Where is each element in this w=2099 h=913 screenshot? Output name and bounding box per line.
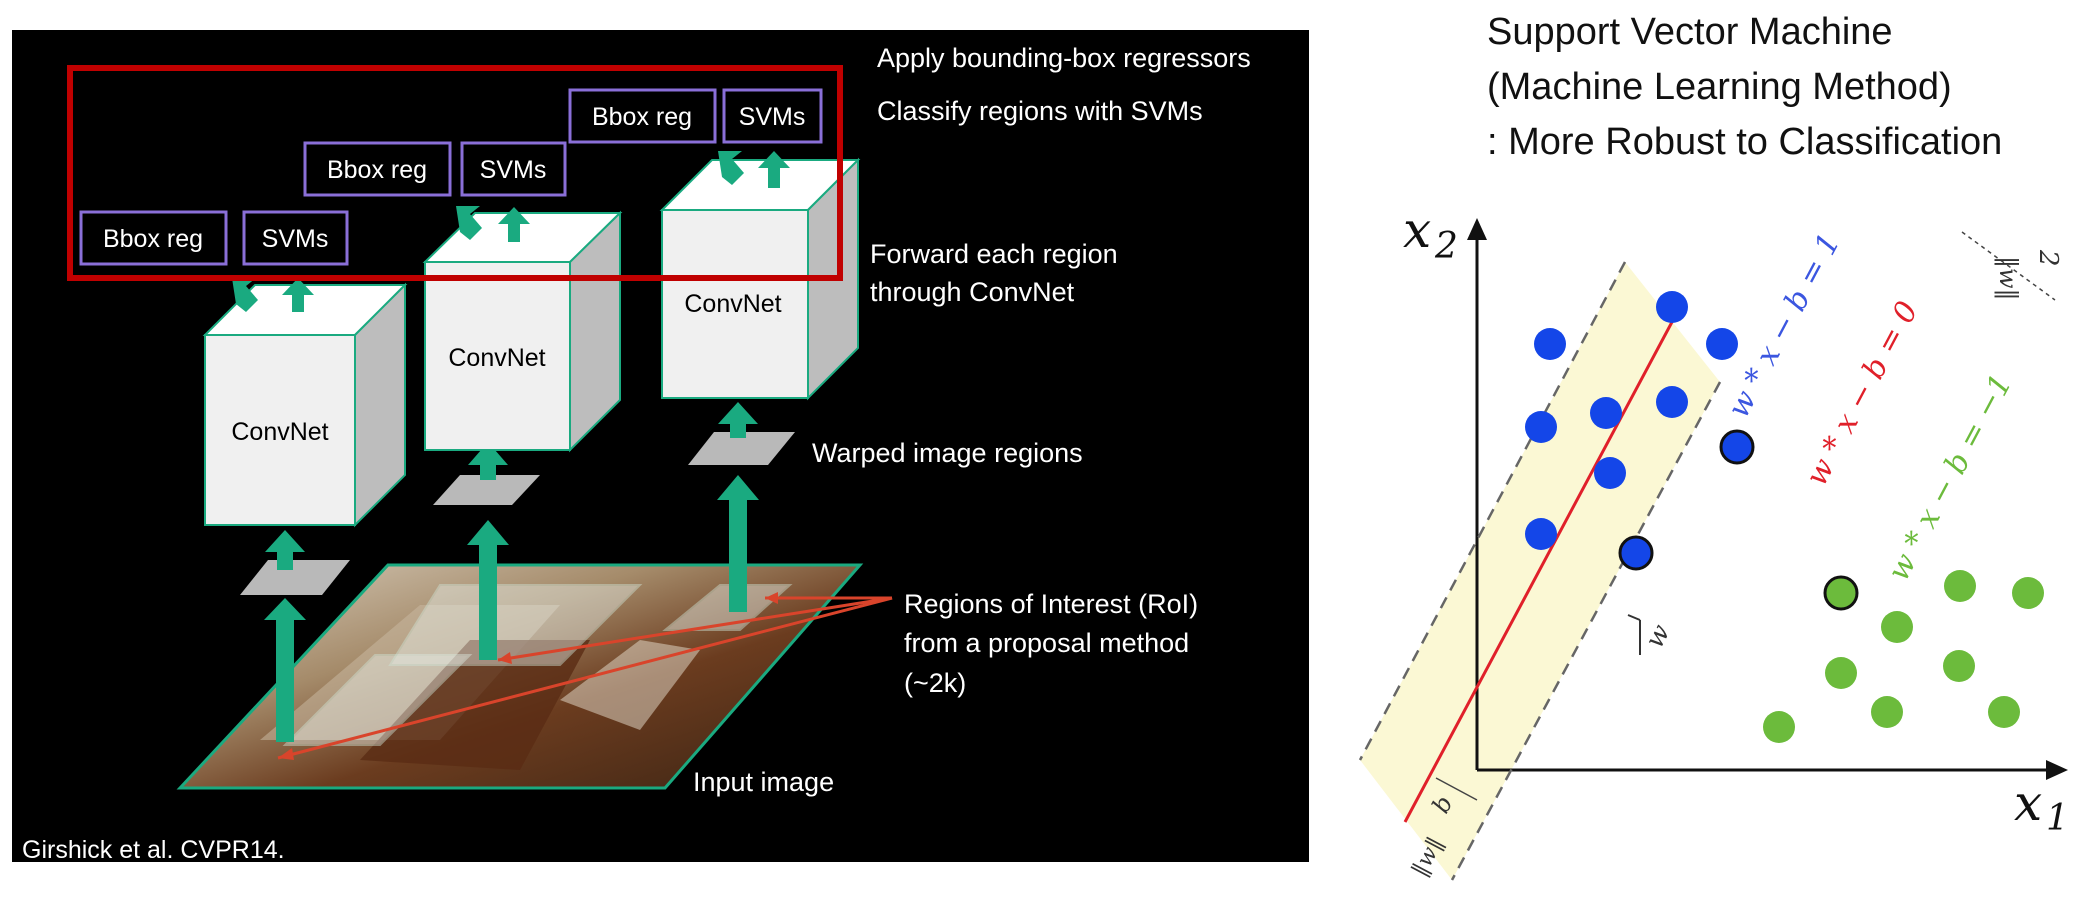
label-roi-line3: (~2k) bbox=[904, 668, 966, 698]
arrow-up-icon bbox=[467, 520, 509, 660]
citation: Girshick et al. CVPR14. bbox=[22, 836, 285, 864]
head-modules: Bbox reg SVMs Bbox reg SVMs Bbox reg SVM… bbox=[79, 88, 823, 266]
data-point bbox=[1825, 657, 1857, 689]
highlight-box bbox=[67, 65, 843, 281]
roi-region-1 bbox=[282, 654, 473, 746]
warped-region-3 bbox=[688, 432, 795, 465]
support-vector bbox=[1618, 535, 1654, 571]
support-vector bbox=[1823, 575, 1859, 611]
arrow-up-icon bbox=[717, 475, 759, 612]
arrow-diagonal-icon bbox=[718, 151, 744, 185]
y-axis-arrow-icon bbox=[1467, 218, 1487, 240]
offset-indicator bbox=[1435, 777, 1478, 801]
margin-label-numerator: 2 bbox=[2033, 249, 2063, 267]
x-axis-arrow-icon bbox=[2046, 760, 2068, 780]
label-apply-bbox: Apply bounding-box regressors bbox=[877, 43, 1251, 73]
lower-line-label: w * x − b = −1 bbox=[1881, 369, 2019, 587]
svms-box bbox=[242, 210, 349, 266]
normal-label: w bbox=[1640, 620, 1677, 654]
label-input-image: Input image bbox=[693, 767, 834, 797]
label-roi-line1: Regions of Interest (RoI) bbox=[904, 589, 1198, 619]
bbox-reg-label: Bbox reg bbox=[103, 225, 203, 253]
data-point bbox=[1706, 328, 1738, 360]
x-axis-label: x bbox=[2014, 774, 2042, 832]
convnet-label: ConvNet bbox=[448, 344, 545, 372]
upper-margin-line bbox=[1358, 261, 1627, 761]
margin-label-denominator: ‖w‖ bbox=[1993, 256, 2022, 301]
svms-box bbox=[722, 88, 823, 144]
roi-region-2 bbox=[388, 584, 643, 666]
rcnn-panel: ConvNet ConvNet ConvNet Bbox bbox=[12, 30, 1309, 864]
data-point bbox=[1988, 696, 2020, 728]
arrow-diagonal-icon bbox=[456, 206, 482, 240]
label-roi-line2: from a proposal method bbox=[904, 628, 1189, 658]
bbox-reg-label: Bbox reg bbox=[327, 156, 427, 184]
arrow-up-icon bbox=[498, 207, 530, 242]
support-vector bbox=[1719, 429, 1755, 465]
data-point bbox=[1525, 411, 1557, 443]
label-classify: Classify regions with SVMs bbox=[877, 96, 1203, 126]
lower-margin-line bbox=[1450, 381, 1722, 881]
convnet-label: ConvNet bbox=[231, 418, 328, 446]
data-point bbox=[1525, 518, 1557, 550]
bbox-reg-label: Bbox reg bbox=[592, 103, 692, 131]
head-arrows bbox=[232, 151, 790, 312]
roi-region-3 bbox=[662, 584, 793, 631]
svms-label: SVMs bbox=[739, 103, 806, 131]
label-warped: Warped image regions bbox=[812, 438, 1083, 468]
warped-arrows bbox=[265, 402, 758, 570]
data-point bbox=[1590, 397, 1622, 429]
bbox-reg-box bbox=[568, 88, 717, 144]
data-point bbox=[1871, 696, 1903, 728]
data-point bbox=[1656, 386, 1688, 418]
svm-title-line2: (Machine Learning Method) bbox=[1487, 66, 1952, 108]
data-point bbox=[1594, 457, 1626, 489]
margin-width-indicator bbox=[1961, 231, 2056, 301]
class-b-points bbox=[1763, 570, 2044, 743]
svms-label: SVMs bbox=[262, 225, 329, 253]
arrow-up-icon bbox=[264, 598, 306, 742]
arrow-up-icon bbox=[265, 530, 305, 570]
convnet-2: ConvNet bbox=[422, 210, 623, 453]
input-arrows bbox=[264, 475, 759, 742]
data-point bbox=[1881, 611, 1913, 643]
convnet-label: ConvNet bbox=[684, 290, 781, 318]
x-axis-label-sub: 1 bbox=[2046, 798, 2069, 839]
class-a-points bbox=[1525, 291, 1755, 571]
label-forward-line2: through ConvNet bbox=[870, 277, 1075, 307]
data-point bbox=[1943, 650, 1975, 682]
label-forward-line1: Forward each region bbox=[870, 239, 1118, 269]
svms-box bbox=[460, 141, 567, 197]
svms-label: SVMs bbox=[480, 156, 547, 184]
y-axis-label: x bbox=[1403, 201, 1431, 259]
bbox-reg-box bbox=[79, 210, 228, 266]
arrow-up-icon bbox=[468, 442, 508, 480]
svm-title-line3: : More Robust to Classification bbox=[1487, 121, 2002, 163]
warped-region-1 bbox=[240, 560, 350, 595]
data-point bbox=[1656, 291, 1688, 323]
upper-line-label: w * x − b = 1 bbox=[1721, 228, 1847, 424]
convnet-1: ConvNet bbox=[202, 282, 408, 528]
arrow-up-icon bbox=[282, 278, 314, 312]
data-point bbox=[1763, 711, 1795, 743]
arrow-up-icon bbox=[718, 402, 758, 438]
data-point bbox=[2012, 577, 2044, 609]
arrow-diagonal-icon bbox=[232, 278, 258, 312]
svm-panel: Support Vector Machine (Machine Learning… bbox=[1358, 11, 2069, 881]
input-image bbox=[176, 563, 864, 790]
roi-pointers bbox=[277, 592, 893, 760]
data-point bbox=[1534, 328, 1566, 360]
bbox-reg-box bbox=[303, 141, 452, 197]
center-line-label: w * x − b = 0 bbox=[1799, 296, 1925, 492]
svm-title-line1: Support Vector Machine bbox=[1487, 11, 1893, 53]
data-point bbox=[1944, 570, 1976, 602]
decision-boundary bbox=[1403, 321, 1674, 823]
warped-region-2 bbox=[433, 475, 540, 505]
y-axis-label-sub: 2 bbox=[1434, 226, 1458, 267]
arrow-up-icon bbox=[758, 151, 790, 188]
